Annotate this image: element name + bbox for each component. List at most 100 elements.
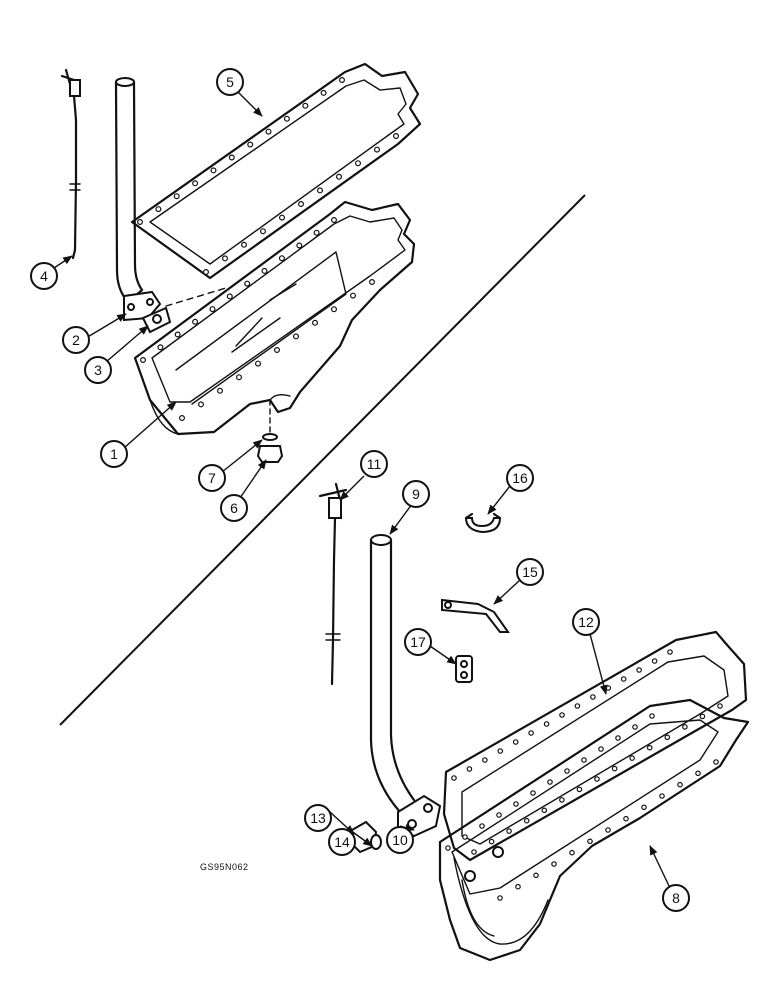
bolt-hole (543, 721, 550, 727)
bolt-hole (320, 89, 327, 96)
bolt-hole (632, 724, 638, 730)
bolt-hole (260, 228, 267, 235)
bolt-hole (192, 318, 199, 325)
bolt-hole (649, 713, 655, 719)
svg-text:15: 15 (522, 564, 538, 580)
bolt-hole (278, 255, 285, 262)
callout-15: 15 (516, 558, 544, 586)
oil-pan-gasket-lower (442, 630, 748, 862)
bolt-hole (244, 280, 251, 287)
oil-pan-gasket-upper (130, 62, 422, 280)
callout-5: 5 (216, 68, 244, 96)
dipstick-tube-lower (369, 534, 442, 838)
bolt-hole (523, 817, 530, 824)
drain-washer-upper (262, 433, 278, 441)
svg-text:3: 3 (94, 362, 102, 378)
bolt-hole (587, 838, 593, 845)
svg-text:9: 9 (412, 486, 420, 502)
svg-text:2: 2 (72, 332, 80, 348)
bolt-hole (155, 206, 162, 213)
bolt-hole (605, 827, 611, 833)
bolt-hole (598, 746, 604, 752)
callout-3: 3 (84, 356, 112, 384)
bolt-hole (355, 160, 362, 167)
bolt-hole (203, 269, 210, 276)
bolt-hole (488, 838, 495, 845)
bolt-hole (636, 667, 642, 673)
callout-13: 13 (304, 804, 332, 832)
svg-text:4: 4 (40, 268, 48, 284)
svg-text:14: 14 (334, 834, 350, 850)
bolt-hole (302, 102, 309, 109)
bolt-hole (261, 267, 268, 274)
svg-text:5: 5 (226, 74, 234, 90)
bolt-hole (179, 415, 186, 422)
tube-bracket (441, 598, 510, 633)
dipstick-tube-upper (114, 77, 144, 304)
bolt-hole (198, 401, 205, 408)
bolt-hole (594, 776, 600, 782)
bolt-hole (317, 187, 324, 194)
tube-gasket-upper (141, 306, 172, 334)
bolt-hole (695, 770, 701, 777)
bolt-hole (615, 735, 621, 741)
svg-text:11: 11 (367, 456, 382, 472)
bolt-hole (174, 331, 181, 338)
bolt-hole (513, 801, 519, 807)
drain-washer-lower (370, 834, 382, 850)
svg-text:10: 10 (392, 832, 408, 848)
bolt-hole (336, 173, 343, 180)
bolt-hole (312, 319, 319, 326)
bolt-hole (651, 658, 658, 664)
callout-4: 4 (30, 262, 58, 290)
bolt-hole (623, 815, 629, 822)
svg-text:16: 16 (512, 470, 528, 486)
callout-9: 9 (402, 480, 430, 508)
bolt-hole (339, 76, 346, 83)
dipstick-upper (60, 68, 82, 260)
bolt-hole (222, 255, 229, 262)
bolt-hole (547, 779, 553, 785)
pan-holes-upper (140, 217, 376, 422)
bolt-hole (559, 797, 565, 803)
bolt-hole (581, 757, 587, 763)
bolt-hole (228, 154, 235, 161)
pan-holes-lower (445, 713, 719, 901)
oil-pan-upper (133, 200, 416, 436)
bolt-hole (255, 360, 262, 367)
drain-plug-upper (256, 445, 284, 463)
leader-lines (53, 91, 671, 889)
bolt-hole (274, 347, 281, 354)
bolt-hole (350, 292, 357, 299)
bolt-hole (641, 804, 647, 811)
bolt-hole (699, 713, 706, 720)
figure-code: GS95N062 (200, 862, 249, 872)
bolt-hole (265, 128, 272, 135)
bolt-hole (564, 768, 570, 774)
callout-14: 14 (328, 828, 356, 856)
svg-text:13: 13 (310, 810, 326, 826)
callout-17: 17 (404, 628, 432, 656)
bolt-hole (173, 193, 180, 200)
bolt-hole (533, 872, 539, 879)
bolt-hole (497, 895, 503, 901)
bolt-hole (717, 703, 723, 709)
bolt-hole (247, 141, 254, 148)
bolt-hole (569, 849, 575, 856)
bolt-hole (451, 775, 457, 781)
bolt-hole (528, 730, 534, 736)
bolt-hole (283, 115, 290, 122)
bolt-hole (462, 834, 468, 840)
bolt-hole (574, 703, 581, 709)
bolt-hole (331, 306, 338, 313)
oil-pan-lower (438, 698, 750, 962)
svg-text:12: 12 (578, 614, 594, 630)
bolt-hole (137, 219, 144, 226)
bolt-hole (393, 133, 400, 140)
callout-11: 11 (360, 450, 388, 478)
bolt-hole (466, 766, 473, 772)
svg-text:17: 17 (410, 634, 426, 650)
bolt-hole (506, 828, 512, 834)
callout-8: 8 (662, 884, 690, 912)
